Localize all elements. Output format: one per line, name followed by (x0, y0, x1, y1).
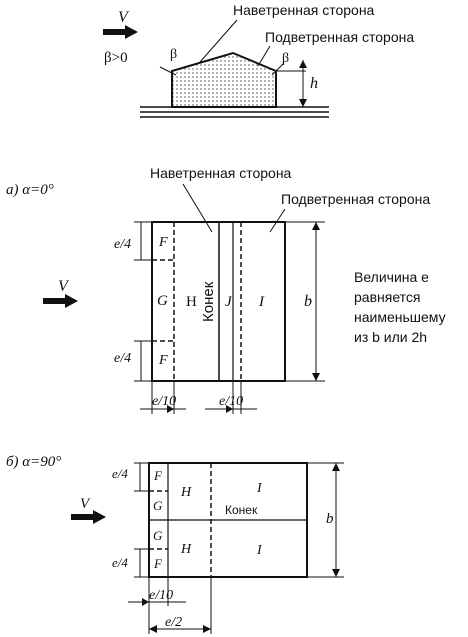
zone-j-a: J (225, 294, 233, 310)
zone-f-bottom-a: F (158, 353, 168, 368)
dim-e4-bottom-a: e/4 (114, 351, 131, 366)
windward-label-a: Наветренная сторона (150, 165, 292, 181)
dim-b-label-a: b (304, 293, 312, 310)
wind-arrow-b-icon (71, 510, 106, 524)
dim-e4-a (134, 221, 152, 382)
leeward-label-top: Подветренная сторона (265, 29, 414, 45)
zone-h-bottom-b: H (180, 542, 192, 557)
dim-bottom-b (128, 577, 212, 634)
beta-right-label: β (282, 51, 289, 66)
zone-h-top-b: H (180, 485, 192, 500)
section-a-heading: а) α=0° (6, 182, 54, 198)
dim-e4-top-a: e/4 (114, 237, 131, 252)
wind-label-a: V (58, 278, 70, 295)
height-label: h (310, 75, 318, 92)
dim-e4-top-b: e/4 (112, 466, 128, 481)
dim-e10-right-a: e/10 (219, 394, 243, 409)
dim-b-b (307, 462, 344, 578)
beta-left-label: β (170, 47, 177, 62)
zone-f-top-b: F (153, 468, 163, 483)
zone-g-a: G (157, 293, 168, 309)
zone-i-top-b: I (256, 481, 263, 496)
ridge-label-b: Конек (225, 503, 258, 517)
dim-e2-b: e/2 (165, 615, 182, 630)
note-line-1: Величина e (354, 269, 429, 285)
section-alpha-0: а) α=0° Наветренная сторона Подветренная… (6, 165, 446, 414)
zone-g-bottom-b: G (153, 528, 163, 543)
note-line-3: наименьшему (354, 309, 446, 325)
building-elevation (171, 51, 277, 108)
dim-e4-b (134, 462, 149, 578)
zone-i-bottom-b: I (256, 543, 263, 558)
zone-g-top-b: G (153, 498, 163, 513)
zone-f-bottom-b: F (153, 556, 163, 571)
ground-lines (140, 106, 329, 118)
dim-e4-bottom-b: e/4 (112, 555, 128, 570)
note-line-2: равняется (354, 289, 420, 305)
wind-label: V (118, 9, 130, 26)
wind-label-b: V (80, 496, 91, 512)
windward-label-top: Наветренная сторона (233, 2, 375, 18)
note-line-4: из b или 2h (354, 329, 427, 345)
angle-condition: β>0 (104, 50, 128, 66)
dim-e10-a (140, 381, 257, 414)
dim-b-label-b: b (326, 511, 334, 527)
elevation-section: V β>0 β β h Наветренная сторона Подветре… (103, 2, 414, 118)
dim-b-a (285, 221, 325, 382)
note-e-definition: Величина e равняется наименьшему из b ил… (354, 269, 446, 345)
zone-i-a: I (258, 294, 265, 310)
height-dimension (276, 60, 307, 107)
zone-f-top-a: F (158, 235, 168, 250)
wind-arrow-icon (103, 25, 138, 39)
wind-arrow-a-icon (43, 294, 78, 308)
leeward-label-a: Подветренная сторона (281, 191, 430, 207)
section-alpha-90: б) α=90° e/4 e/4 V F G G F H H (6, 454, 344, 634)
ridge-label-a: Конек (200, 281, 217, 322)
section-b-heading: б) α=90° (6, 454, 61, 470)
dim-e10-b: e/10 (149, 588, 173, 603)
dim-e10-left-a: e/10 (152, 394, 176, 409)
zone-h-a: H (186, 294, 197, 310)
